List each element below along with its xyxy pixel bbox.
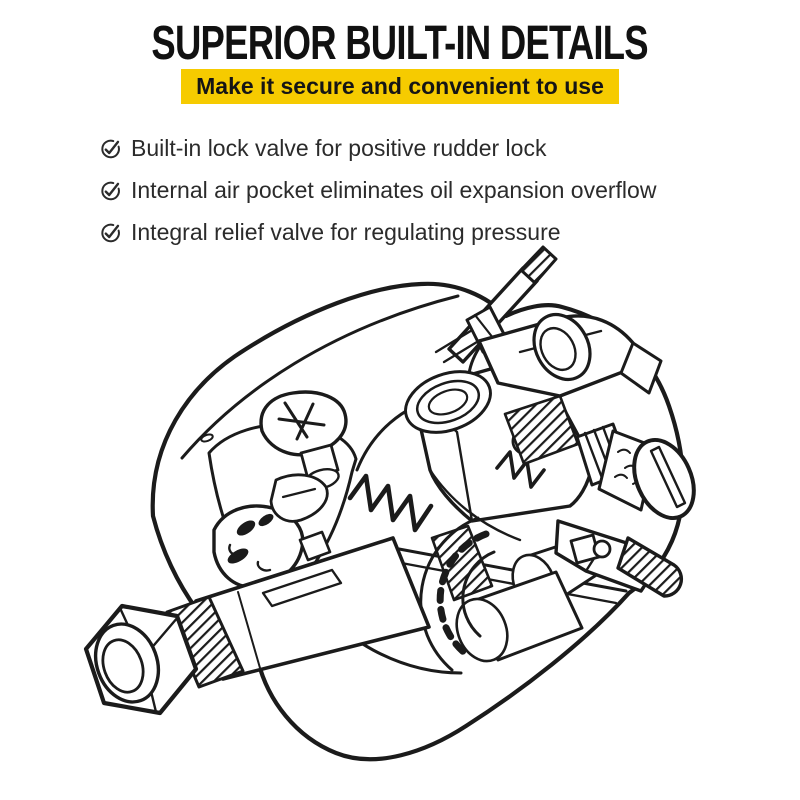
relief-valve-body (269, 473, 329, 523)
plug-slot (649, 445, 687, 509)
steering-shaft (165, 536, 431, 689)
hex-nut (83, 603, 199, 716)
header: SUPERIOR BUILT-IN DETAILS (0, 20, 800, 68)
check-circle-icon (101, 181, 120, 200)
subtitle-banner: Make it secure and convenient to use (181, 69, 619, 104)
cover-detail-dot (200, 433, 214, 443)
lower-cut-line (394, 560, 618, 605)
feature-text: Integral relief valve for regulating pre… (131, 218, 561, 245)
block-bottom-edge (428, 468, 522, 542)
fitting-knob (592, 539, 612, 559)
valve-boss (212, 504, 332, 589)
coil-spring (495, 450, 546, 489)
subtitle-banner-row: Make it secure and convenient to use (0, 69, 800, 104)
feature-list: Built-in lock valve for positive rudder … (99, 127, 656, 253)
feature-text: Internal air pocket eliminates oil expan… (131, 176, 657, 203)
coil-spring (347, 473, 434, 533)
piston (455, 570, 584, 663)
shaft-keyway (261, 568, 343, 608)
feature-item: Internal air pocket eliminates oil expan… (99, 169, 656, 211)
check-circle-icon (101, 223, 120, 242)
feature-item: Integral relief valve for regulating pre… (99, 211, 656, 253)
valve-bracket (477, 312, 663, 398)
feature-item: Built-in lock valve for positive rudder … (99, 127, 656, 169)
feature-text: Built-in lock valve for positive rudder … (131, 134, 547, 161)
front-cover (180, 294, 460, 460)
mounting-pin (616, 536, 684, 598)
page-title: SUPERIOR BUILT-IN DETAILS (151, 17, 649, 70)
valve-bit (298, 530, 332, 562)
relief-valve-plug (575, 422, 696, 521)
check-circle-icon (101, 139, 120, 158)
piston-bore (404, 370, 492, 434)
bleed-valve-knob (259, 390, 348, 523)
bearing-race (419, 516, 496, 672)
